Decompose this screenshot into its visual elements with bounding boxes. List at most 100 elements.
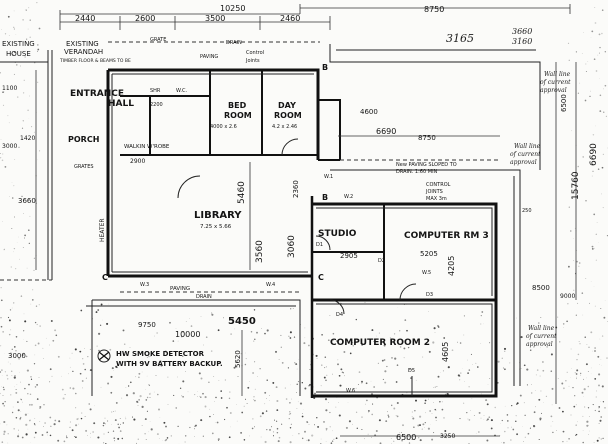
dim-2360: 2360 <box>292 180 300 198</box>
top-strip-notes: GRATE PAVING DRAIN Control Joints <box>150 37 264 64</box>
paving-outline <box>86 41 541 396</box>
dim-9750: 9750 <box>138 321 156 329</box>
dim-15760: 15760 <box>571 171 581 200</box>
dim-left-1420: 1420 <box>20 135 35 142</box>
marker-d3: D3 <box>426 292 433 298</box>
dim-6500: 6500 <box>560 94 568 112</box>
existing-house: EXISTING HOUSE EXISTING VERANDAH TIMBER … <box>0 40 131 360</box>
marker-c-mid: C <box>318 273 324 282</box>
building-walls <box>106 68 498 398</box>
smoke-detector-note-1: HW SMOKE DETECTOR <box>116 350 205 358</box>
room-day-label-1: DAY <box>278 101 296 110</box>
dim-5205: 5205 <box>420 250 438 258</box>
room-bed-label-2: ROOM <box>224 111 252 120</box>
note-grates-left: GRATES <box>74 164 94 170</box>
room-wc-label: W.C. <box>176 88 187 94</box>
note-wall-line-r3: approval <box>510 159 537 166</box>
marker-b-mid: B <box>322 193 328 202</box>
dim-left-3660: 3660 <box>18 197 36 205</box>
note-paving-2: DRAIN. 1:60 MIN <box>396 169 438 175</box>
marker-w4: W.4 <box>266 282 275 288</box>
note-paving-bottom: PAVING <box>170 286 190 292</box>
room-computer-2-label: COMPUTER ROOM 2 <box>330 338 430 348</box>
room-day-size: 4.2 x 2.46 <box>272 124 297 130</box>
sheet-code: 3165 3660 3160 <box>446 27 532 46</box>
dim-6690: 6690 <box>376 127 396 136</box>
marker-d1: D1 <box>316 242 323 248</box>
room-day-label-2: ROOM <box>274 111 302 120</box>
note-wall-line-r1: Wall line <box>514 143 541 150</box>
marker-w2: W.2 <box>344 194 353 200</box>
note-wall-line-b2: of current <box>526 333 557 340</box>
top-dimension-lines: 10250 8750 2440 2600 3500 2460 <box>59 4 571 30</box>
dim-4600: 4600 <box>360 108 378 116</box>
marker-w3: W.3 <box>140 282 149 288</box>
room-library-size: 7.25 x 5.66 <box>200 224 232 230</box>
marker-w6: W.6 <box>346 388 355 394</box>
sheet-code-alt-2: 3160 <box>512 37 532 46</box>
room-studio-label: STUDIO <box>318 229 357 239</box>
smoke-detector-legend: HW SMOKE DETECTOR WITH 9V BATTERY BACKUP… <box>97 349 223 368</box>
dim-5620: 5620 <box>234 350 242 368</box>
right-side-dimensions: 6500 6690 15760 8500 9000 250 Wall line … <box>510 62 599 404</box>
sheet-code-main: 3165 <box>446 32 474 45</box>
room-walkin-robe-label: WALKIN W'ROBE <box>124 144 170 150</box>
note-heater: HEATER <box>99 218 106 242</box>
room-entrance-label-2: HALL <box>108 99 134 109</box>
note-control-1: CONTROL <box>426 182 451 188</box>
dim-2900: 2900 <box>130 158 145 165</box>
dim-3060: 3060 <box>287 235 297 258</box>
dim-3560: 3560 <box>255 240 265 263</box>
sheet-code-alt-1: 3660 <box>512 27 532 36</box>
smoke-detector-icon <box>97 349 111 363</box>
existing-house-label-1: EXISTING <box>2 40 35 48</box>
marker-d2: D2 <box>378 258 385 264</box>
dim-10000: 10000 <box>175 330 200 339</box>
dim-overall-top: 10250 <box>220 4 245 13</box>
note-wall-line-r2: of current <box>510 151 541 158</box>
dim-4605: 4605 <box>441 342 450 362</box>
dim-right-top: 8750 <box>424 5 444 14</box>
dim-row2-d: 2460 <box>280 14 300 23</box>
room-porch-label: PORCH <box>68 135 99 144</box>
dim-2905: 2905 <box>340 252 358 260</box>
note-paving-1: New PAVING SLOPED TO <box>396 162 457 168</box>
room-library-label: LIBRARY <box>194 210 242 221</box>
note-wall-line-b1: Wall line <box>528 325 555 332</box>
room-computer-3-label: COMPUTER RM 3 <box>404 231 489 241</box>
dim-9000: 9000 <box>560 293 575 300</box>
note-control-2: JOINTS <box>425 189 443 195</box>
verandah-note: TIMBER FLOOR & BEAMS TO BE <box>59 58 131 64</box>
dim-row2-c: 3500 <box>205 14 225 23</box>
marker-w1: W.1 <box>324 174 333 180</box>
dim-3250-bottom: 3250 <box>440 433 455 440</box>
marker-d5: D5 <box>408 368 415 374</box>
note-control-3: MAX 3m <box>426 196 447 202</box>
room-shower-label: SHR <box>150 88 161 94</box>
note-paving-top: PAVING <box>200 54 218 60</box>
note-wall-line-3: approval <box>540 87 567 94</box>
dim-left-1100: 1100 <box>2 85 17 92</box>
note-joints-top: Joints <box>245 58 260 64</box>
note-wall-line-2: of current <box>540 79 571 86</box>
bottom-dimensions: 6500 3250 <box>340 433 500 442</box>
existing-verandah-label-1: EXISTING <box>66 40 99 48</box>
paving-notes: New PAVING SLOPED TO DRAIN. 1:60 MIN CON… <box>74 162 457 300</box>
dim-5460: 5460 <box>237 181 247 204</box>
note-wall-line-1: Wall line <box>544 71 571 78</box>
dim-row2-a: 2440 <box>75 14 95 23</box>
dim-6500-bottom: 6500 <box>396 433 416 442</box>
interior-dimensions: 5460 3560 3060 2360 2905 5205 4205 4605 … <box>130 102 500 396</box>
dim-8750-mid: 8750 <box>418 134 436 142</box>
dim-row2-b: 2600 <box>135 14 155 23</box>
room-labels: ENTRANCE HALL PORCH WALKIN W'ROBE BED RO… <box>68 88 489 348</box>
dim-6690-right: 6690 <box>589 143 599 166</box>
dim-left-3000-b: 3000 <box>8 352 26 360</box>
dim-4205: 4205 <box>447 256 456 276</box>
existing-house-label-2: HOUSE <box>6 50 31 58</box>
marker-d4: D4 <box>336 312 343 318</box>
existing-verandah-label-2: VERANDAH <box>64 48 103 56</box>
dim-250: 250 <box>522 208 532 214</box>
note-drain-bottom: DRAIN <box>196 294 212 300</box>
